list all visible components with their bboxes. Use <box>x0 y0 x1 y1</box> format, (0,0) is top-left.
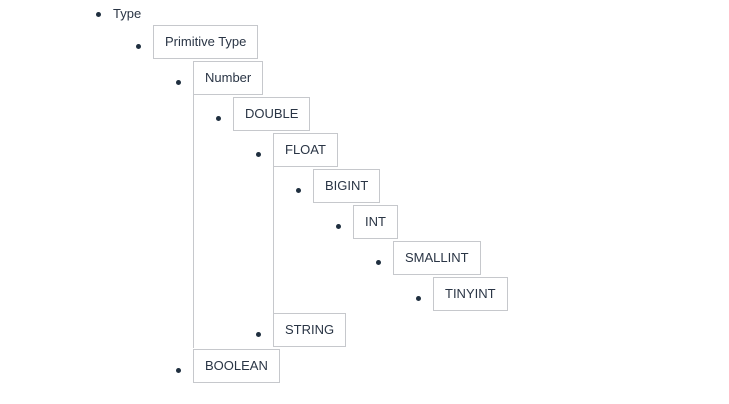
tree-node-int: INT <box>353 205 398 239</box>
bullet-icon <box>136 44 141 49</box>
tree-node-double: DOUBLE <box>233 97 311 131</box>
tree-node-string: STRING <box>273 313 347 347</box>
tree-root-type: Type <box>113 6 142 21</box>
bullet-icon <box>256 332 261 337</box>
bullet-icon <box>96 12 101 17</box>
tree-node-boolean: BOOLEAN <box>193 349 280 383</box>
tree-node-tinyint: TINYINT <box>433 277 508 311</box>
tree-node-bigint: BIGINT <box>313 169 381 203</box>
tree-node-float: FLOAT <box>273 133 338 167</box>
bullet-icon <box>176 368 181 373</box>
bullet-icon <box>256 152 261 157</box>
bullet-icon <box>376 260 381 265</box>
bullet-icon <box>296 188 301 193</box>
tree-node-number: Number <box>193 61 264 95</box>
bullet-icon <box>216 116 221 121</box>
tree-node-primitive-type: Primitive Type <box>153 25 259 59</box>
tree-connector-number-boolean <box>193 95 194 348</box>
tree-node-smallint: SMALLINT <box>393 241 481 275</box>
bullet-icon <box>176 80 181 85</box>
tree-connector-float-string <box>273 167 274 313</box>
bullet-icon <box>416 296 421 301</box>
bullet-icon <box>336 224 341 229</box>
